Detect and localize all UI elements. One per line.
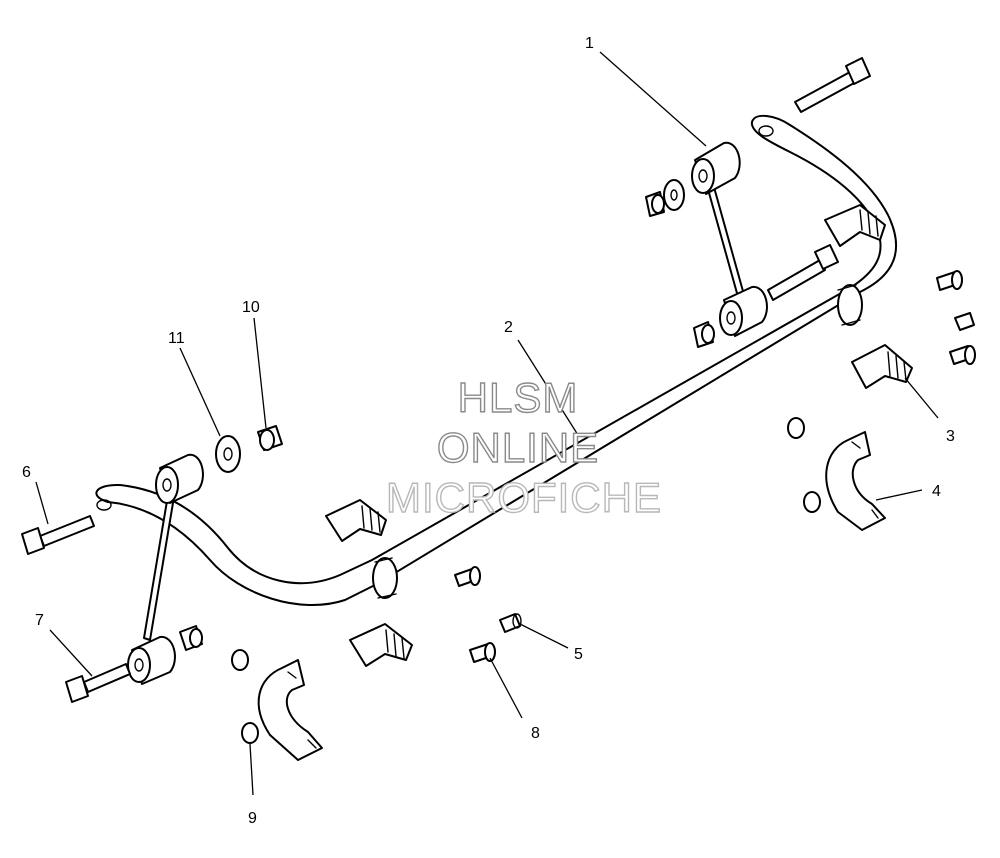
watermark: HLSM ONLINE MICROFICHE — [385, 373, 662, 521]
bar-bushing-right — [837, 284, 863, 326]
callout-1: 1 — [585, 35, 594, 52]
bolt-middle-right — [767, 244, 839, 301]
stud-part-5 — [499, 613, 522, 633]
leader-lines — [35, 51, 939, 796]
bar-bushing-left — [372, 557, 398, 599]
stabilizer-link-left — [127, 453, 204, 685]
watermark-line-3: MICROFICHE — [386, 474, 662, 521]
link-left-nut — [179, 625, 203, 651]
callout-11: 11 — [168, 330, 185, 347]
link-washer-right — [663, 179, 685, 211]
callout-8: 8 — [531, 725, 540, 742]
clamp-bracket-right — [825, 431, 886, 531]
bolt-part-8 — [469, 642, 496, 663]
bushing-left-lower — [349, 623, 413, 667]
callout-4: 4 — [932, 483, 941, 500]
bolt-part-6 — [21, 515, 95, 555]
bushing-left-upper — [325, 499, 387, 542]
bushing-part-3 — [851, 344, 913, 389]
callout-3: 3 — [946, 428, 955, 445]
bolt-part-7 — [65, 663, 131, 703]
link-left-lower-bushing — [127, 635, 176, 685]
callout-7: 7 — [35, 612, 44, 629]
link-nut-right-lower — [693, 321, 715, 348]
clamp-bracket-left — [257, 659, 323, 761]
bushing-upper-right — [824, 204, 886, 247]
bolt-8-mid — [454, 566, 481, 587]
nut-right-lower — [803, 491, 821, 513]
watermark-line-2: ONLINE — [437, 424, 599, 471]
callout-10: 10 — [242, 299, 260, 316]
washer-part-11 — [215, 435, 241, 473]
link-lower-bushing — [719, 285, 768, 337]
bolt-upper-right — [794, 57, 871, 113]
nut-left-upper — [231, 649, 249, 671]
watermark-line-1: HLSM — [458, 374, 579, 421]
callout-6: 6 — [22, 464, 31, 481]
nut-right-upper — [787, 417, 805, 439]
stud-5-right — [954, 312, 975, 331]
nut-part-10 — [257, 425, 283, 451]
callout-5: 5 — [574, 646, 583, 663]
callout-9: 9 — [248, 810, 257, 827]
link-upper-bushing — [691, 141, 741, 195]
link-left-upper-bushing — [155, 453, 204, 504]
callout-labels: 1 2 3 4 5 6 7 8 9 10 11 — [22, 35, 955, 827]
stabilizer-link-right — [645, 141, 768, 348]
callout-2: 2 — [504, 319, 513, 336]
stabilizer-bar — [95, 114, 897, 607]
bolt-8-right-1 — [936, 270, 963, 291]
link-nut-right — [645, 191, 665, 217]
nut-part-9 — [241, 722, 259, 744]
bolt-8-right-2 — [949, 345, 976, 365]
